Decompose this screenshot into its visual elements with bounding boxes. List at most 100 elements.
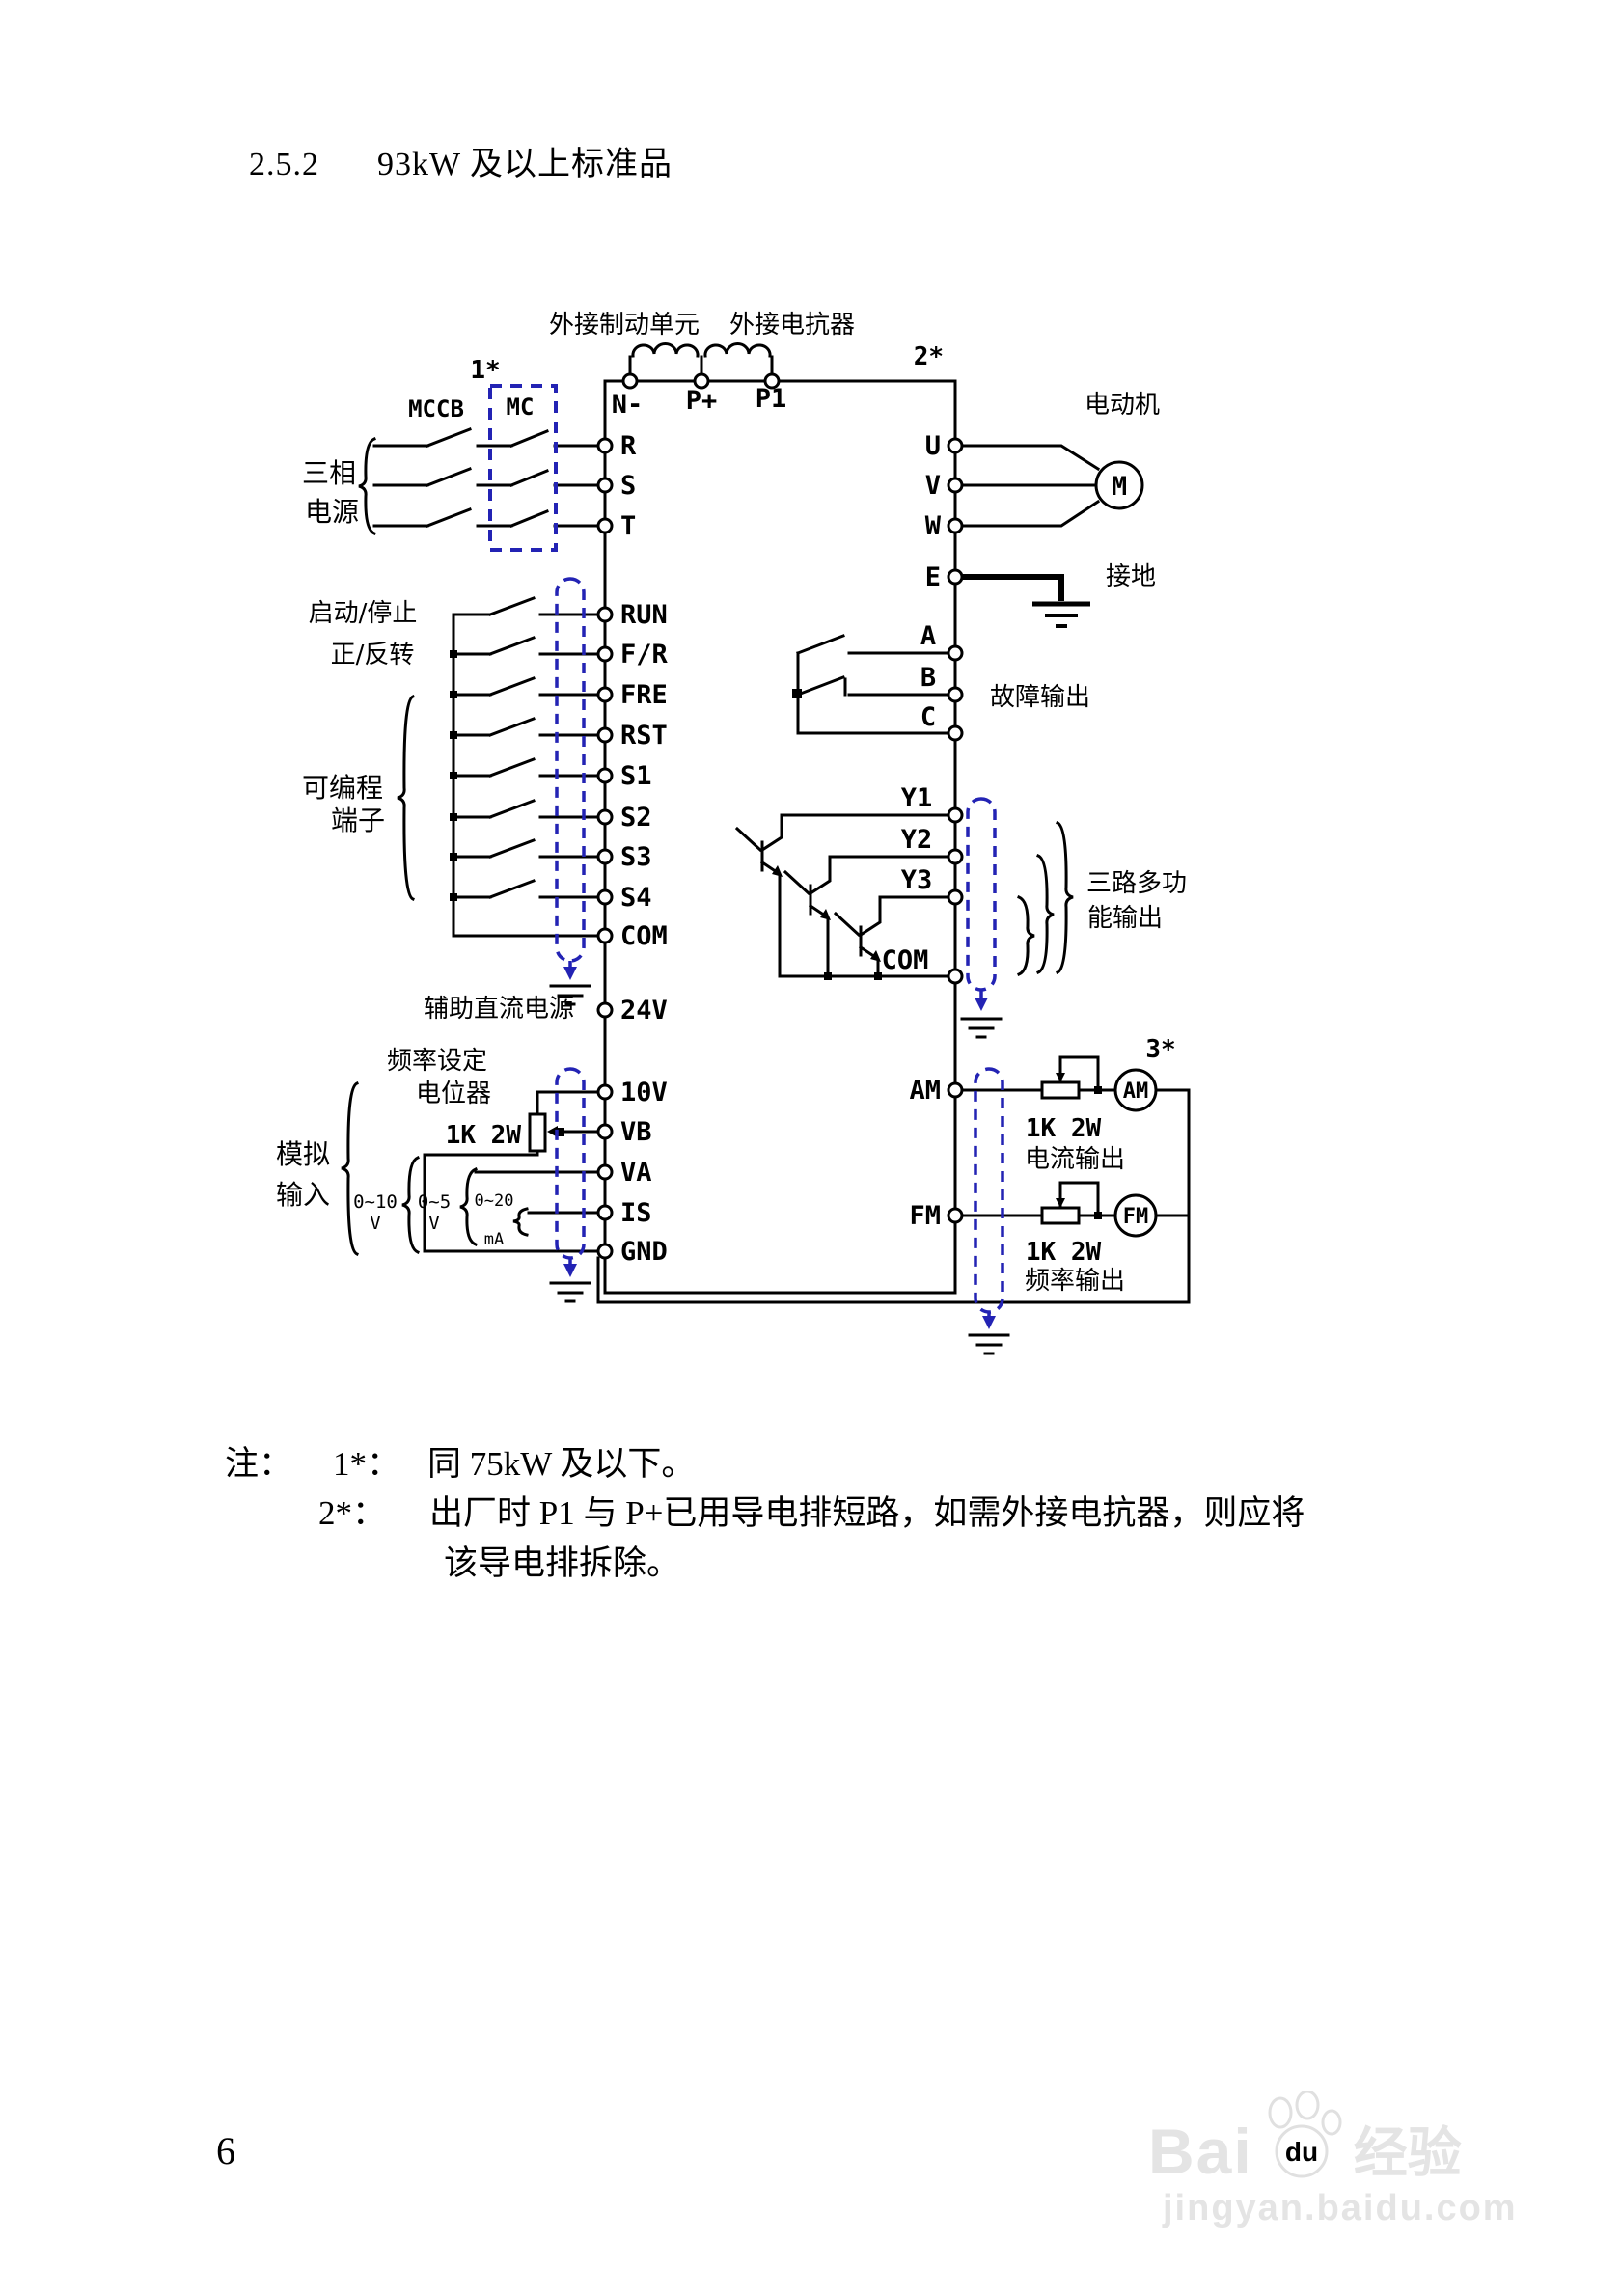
freq-output-label: 频率输出 — [1025, 1267, 1125, 1296]
analog-output-ground-icon — [968, 1333, 1010, 1355]
terminal-y2 — [947, 848, 964, 865]
terminal-label-r: R — [620, 431, 637, 461]
range-0-20ma-brace — [512, 1207, 529, 1237]
page-number: 6 — [216, 2129, 235, 2173]
fwd-rev-label: 正/反转 — [331, 641, 415, 670]
note2-ref: 2*： — [318, 1494, 387, 1532]
section-title: 93kW 及以上标准品 — [377, 147, 673, 182]
note2-text: 出厂时 P1 与 P+已用导电排短路，如需外接电抗器，则应将 — [429, 1494, 1305, 1532]
terminal-r — [596, 437, 614, 454]
terminal-vb — [596, 1123, 614, 1140]
terminal-label-vb: VB — [620, 1117, 652, 1147]
notes-block: 注： — [225, 1447, 292, 1481]
note2-text-line2: 该导电排拆除。 — [444, 1544, 681, 1582]
earth-label: 接地 — [1106, 562, 1156, 591]
motor-output-section: M 电动机 U V W E 接地 — [925, 391, 1160, 628]
am-pot-value: 1K 2W — [1026, 1114, 1102, 1143]
section-heading: 2.5.2 93kW 及以上标准品 — [249, 137, 673, 184]
terminal-label-b: B — [920, 663, 936, 693]
baidu-watermark: Bai du 经验 — [1148, 2091, 1462, 2183]
run-stop-label: 启动/停止 — [309, 599, 418, 628]
terminal-label-v: V — [925, 471, 941, 501]
terminal-label-w: W — [925, 511, 942, 541]
terminal-y1 — [947, 806, 964, 824]
terminal-a — [947, 644, 964, 662]
fault-output-section: A B C 故障输出 — [792, 621, 1090, 742]
terminal-gnd — [596, 1243, 614, 1260]
terminal-label-p-plus: P+ — [686, 386, 718, 416]
digital-shield-cable — [555, 577, 586, 963]
terminal-fre — [596, 686, 614, 703]
reactor-coil-icon — [703, 342, 772, 358]
terminal-u — [947, 437, 964, 454]
mc-contactor-box — [488, 384, 558, 552]
terminal-label-s4: S4 — [620, 883, 652, 913]
range-0-20ma-value: 0~20 — [475, 1191, 514, 1211]
terminal-label-am: AM — [909, 1076, 941, 1106]
terminal-s4 — [596, 888, 614, 906]
terminal-n-minus — [621, 372, 639, 390]
am-meter-label: AM — [1123, 1080, 1149, 1104]
terminal-e — [947, 568, 964, 586]
watermark-url: jingyan.baidu.com — [1163, 2188, 1518, 2228]
programmable-brace — [397, 695, 415, 901]
terminal-t — [596, 517, 614, 534]
notes-heading: 注： — [225, 1445, 293, 1483]
note2-ref: 2* — [914, 342, 944, 371]
terminal-va — [596, 1163, 614, 1181]
terminal-label-run: RUN — [620, 600, 668, 630]
watermark-brand-part2: du — [1285, 2137, 1318, 2167]
terminal-label-s: S — [620, 471, 636, 501]
terminal-is — [596, 1204, 614, 1221]
range-0-5v-unit: V — [428, 1213, 439, 1234]
fm-meter-label: FM — [1123, 1205, 1149, 1229]
terminal-label-24v: 24V — [620, 996, 668, 1025]
terminal-w — [947, 517, 964, 534]
terminal-s2 — [596, 808, 614, 826]
analog-output-shield-cable — [974, 1067, 1004, 1314]
terminal-label-s1: S1 — [620, 761, 652, 791]
terminal-10v — [596, 1083, 614, 1101]
brake-unit-coil-icon — [631, 342, 700, 358]
terminal-com-out — [947, 968, 964, 985]
terminal-label-y1: Y1 — [901, 783, 933, 813]
mccb-label: MCCB — [408, 396, 464, 423]
analog-input-section: 频率设定 电位器 1K 2W 模拟 输入 0~10 V 0~5 V 0~20 m… — [276, 1047, 668, 1303]
power-input-section: 三相 电源 MCCB MC 1* R S T — [302, 356, 637, 552]
terminal-am — [947, 1081, 964, 1099]
multi-output-brace-outer — [1056, 821, 1074, 974]
transistor-y1-icon — [734, 813, 783, 978]
terminal-y3 — [947, 888, 964, 906]
section-number: 2.5.2 — [249, 147, 319, 182]
multi-output-brace-middle — [1036, 854, 1055, 974]
terminal-label-y3: Y3 — [901, 865, 933, 895]
analog-input-label-1: 模拟 — [276, 1138, 330, 1170]
multi-output-label-2: 能输出 — [1087, 904, 1163, 933]
reactor-label: 外接电抗器 — [729, 311, 855, 340]
multi-output-shield-cable — [966, 797, 997, 992]
digital-shield-ground-icon — [549, 984, 591, 1006]
terminal-label-10v: 10V — [620, 1078, 668, 1107]
multi-output-brace-inner — [1017, 895, 1035, 976]
terminal-label-com: COM — [620, 921, 668, 951]
terminal-label-y2: Y2 — [901, 825, 933, 855]
multi-output-ground-icon — [960, 1017, 1003, 1039]
current-output-label: 电流输出 — [1025, 1145, 1125, 1174]
brake-unit-label: 外接制动单元 — [549, 311, 700, 340]
analog-input-label-2: 输入 — [276, 1179, 330, 1211]
terminal-label-e: E — [925, 562, 941, 592]
potentiometer-symbol — [528, 1112, 547, 1153]
fm-pot-value: 1K 2W — [1026, 1238, 1102, 1267]
terminal-rst — [596, 726, 614, 744]
terminal-label-s3: S3 — [620, 842, 652, 872]
fm-pot-symbol — [1040, 1206, 1081, 1225]
motor-symbol: M — [1112, 472, 1127, 502]
three-phase-label-2: 电源 — [305, 496, 359, 528]
range-0-20ma-unit: mA — [484, 1230, 504, 1249]
transistor-y2-icon — [783, 855, 832, 978]
pot-value-label: 1K 2W — [446, 1121, 522, 1150]
programmable-label-1: 可编程 — [302, 772, 383, 804]
terminal-label-gnd: GND — [620, 1237, 668, 1267]
terminal-run — [596, 606, 614, 623]
